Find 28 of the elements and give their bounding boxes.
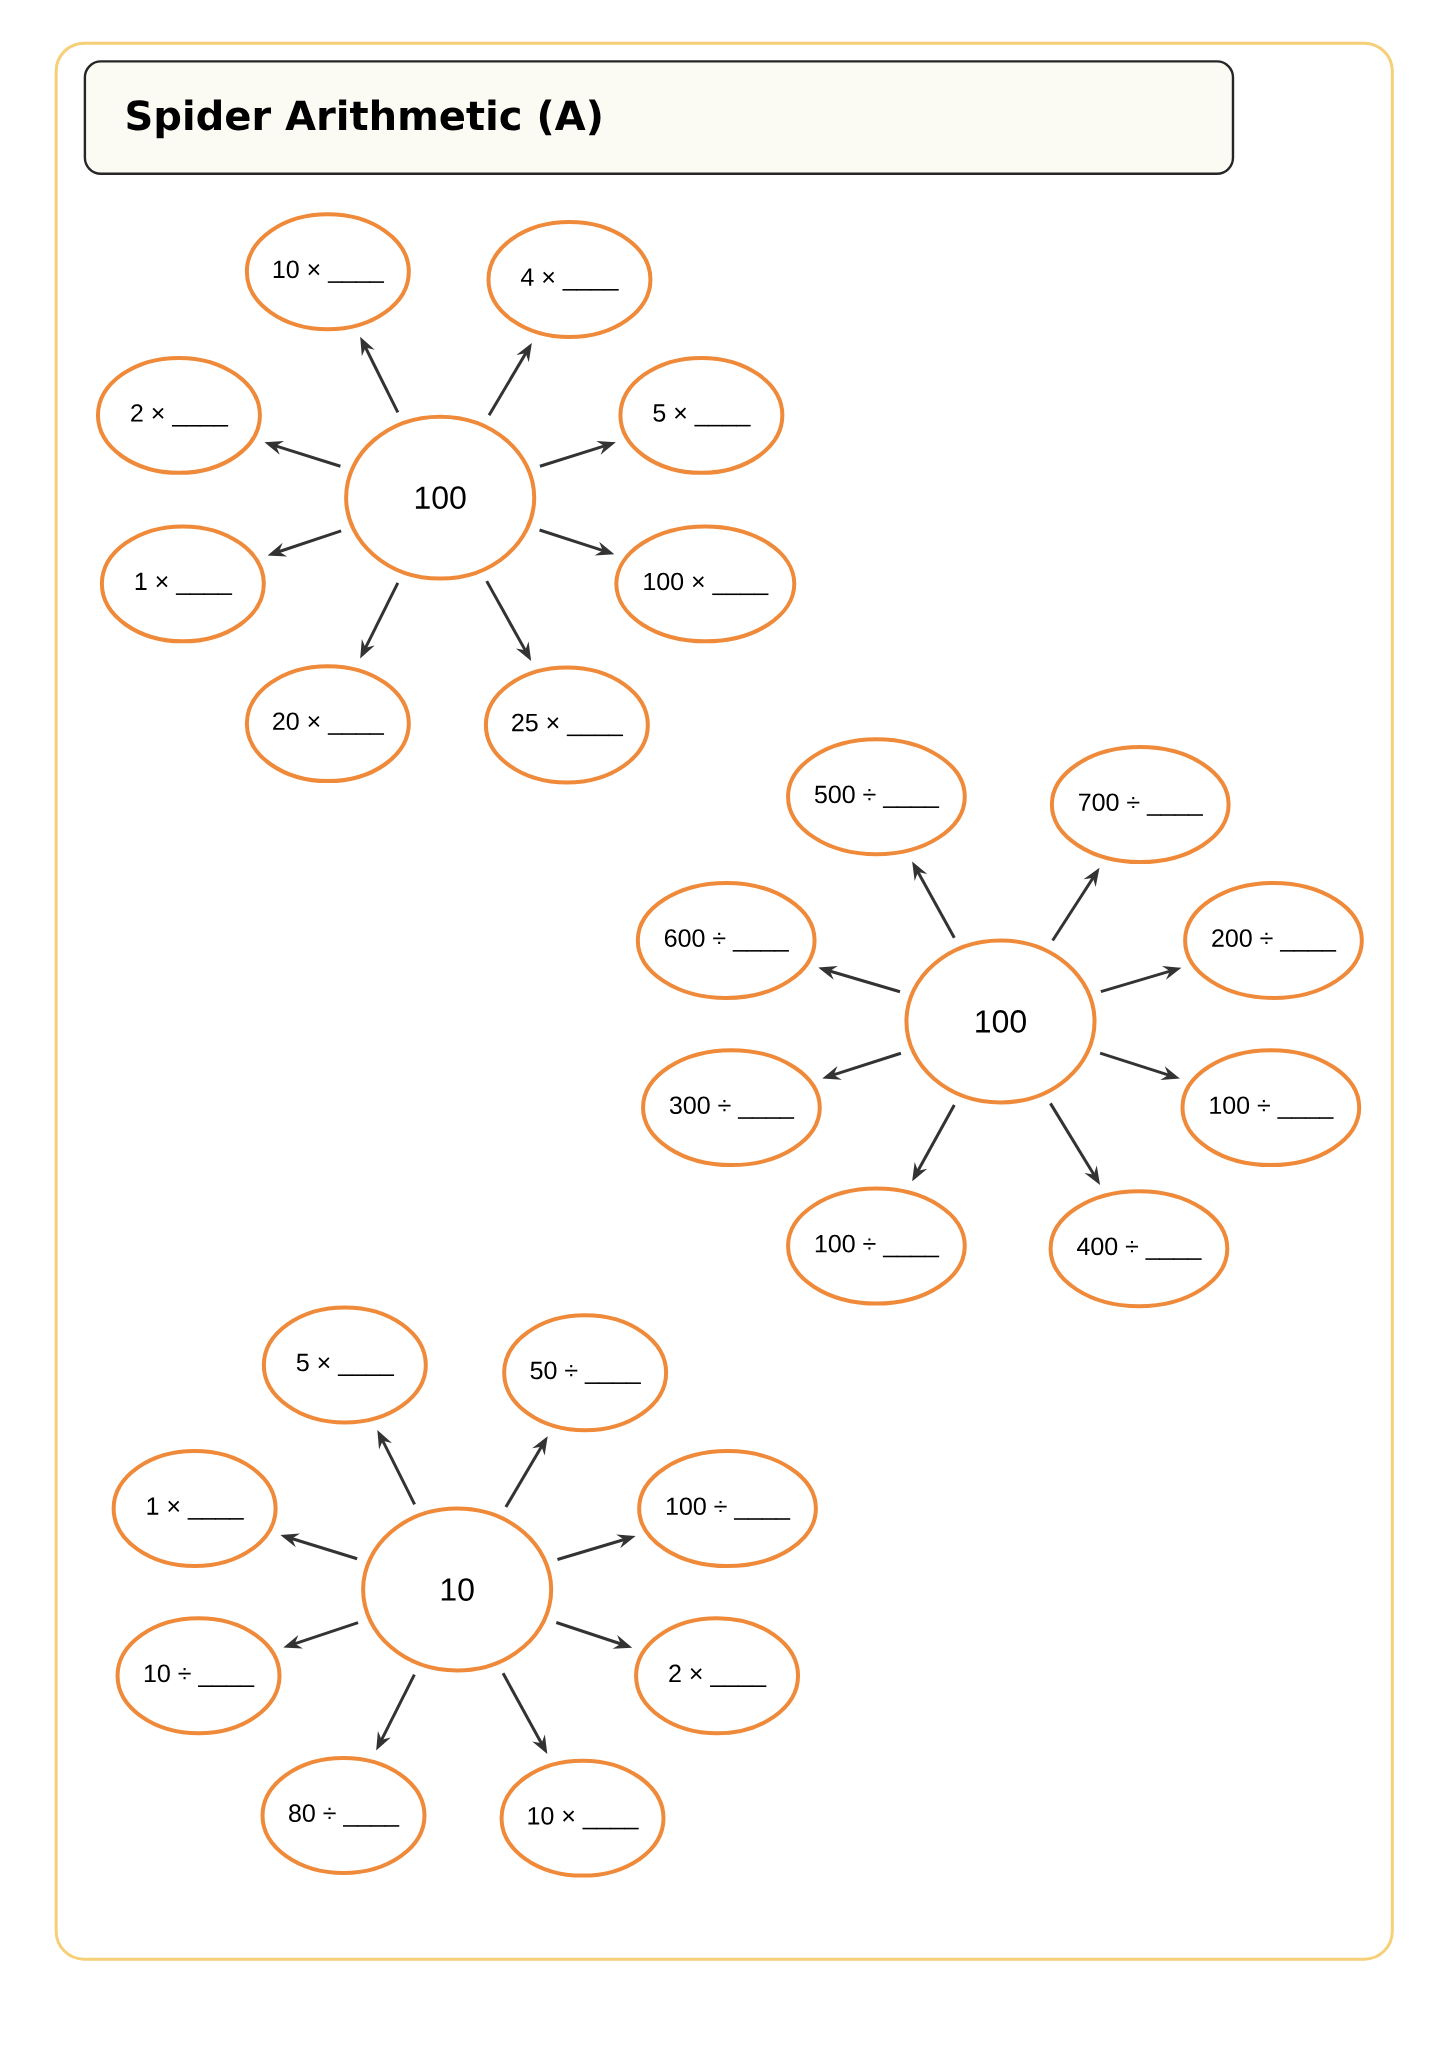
answer-bubble: 10 × ____	[244, 212, 411, 332]
title-box: Spider Arithmetic (A)	[83, 60, 1234, 175]
answer-bubble: 20 × ____	[244, 664, 411, 784]
answer-bubble: 100 ÷ ____	[636, 1449, 818, 1569]
center-bubble: 10	[360, 1506, 553, 1673]
answer-bubble: 2 × ____	[633, 1616, 800, 1736]
answer-bubble: 500 ÷ ____	[785, 737, 967, 857]
answer-bubble: 700 ÷ ____	[1049, 745, 1231, 865]
center-bubble: 100	[343, 414, 536, 581]
answer-bubble: 100 × ____	[614, 524, 797, 644]
answer-bubble: 400 ÷ ____	[1048, 1189, 1230, 1309]
answer-bubble: 300 ÷ ____	[640, 1048, 822, 1168]
answer-bubble: 1 × ____	[99, 524, 266, 644]
answer-bubble: 2 × ____	[95, 355, 262, 475]
answer-bubble: 10 × ____	[499, 1758, 666, 1878]
center-bubble: 100	[904, 938, 1097, 1105]
answer-bubble: 4 × ____	[486, 220, 653, 339]
answer-bubble: 25 × ____	[483, 665, 650, 785]
answer-bubble: 80 ÷ ____	[260, 1756, 427, 1875]
answer-bubble: 5 × ____	[261, 1305, 428, 1425]
answer-bubble: 10 ÷ ____	[115, 1616, 282, 1736]
answer-bubble: 5 × ____	[618, 355, 785, 475]
answer-bubble: 1 × ____	[111, 1449, 278, 1569]
answer-bubble: 50 ÷ ____	[501, 1313, 668, 1433]
answer-bubble: 200 ÷ ____	[1182, 880, 1364, 1000]
answer-bubble: 100 ÷ ____	[785, 1186, 967, 1306]
answer-bubble: 600 ÷ ____	[635, 880, 817, 1000]
answer-bubble: 100 ÷ ____	[1180, 1048, 1361, 1168]
